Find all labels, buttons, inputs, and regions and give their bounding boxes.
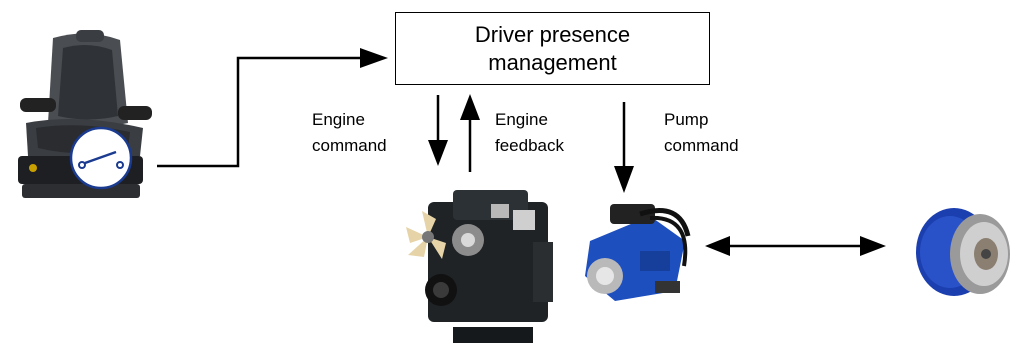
engine-feedback-label: Engine feedback [495,110,564,155]
seat-to-box-arrow [157,56,360,168]
driver-presence-management-box: Driver presence management [395,12,710,85]
engine-image [406,190,553,343]
hydraulic-pump-image [585,204,691,301]
engine-command-label: Engine command [312,110,387,155]
operator-seat-image [18,30,152,198]
pump-command-label: Pump command [664,110,739,155]
box-title-line2: management [488,49,617,75]
hydraulic-motor-image [916,208,1010,296]
box-title-line1: Driver presence [474,21,631,47]
